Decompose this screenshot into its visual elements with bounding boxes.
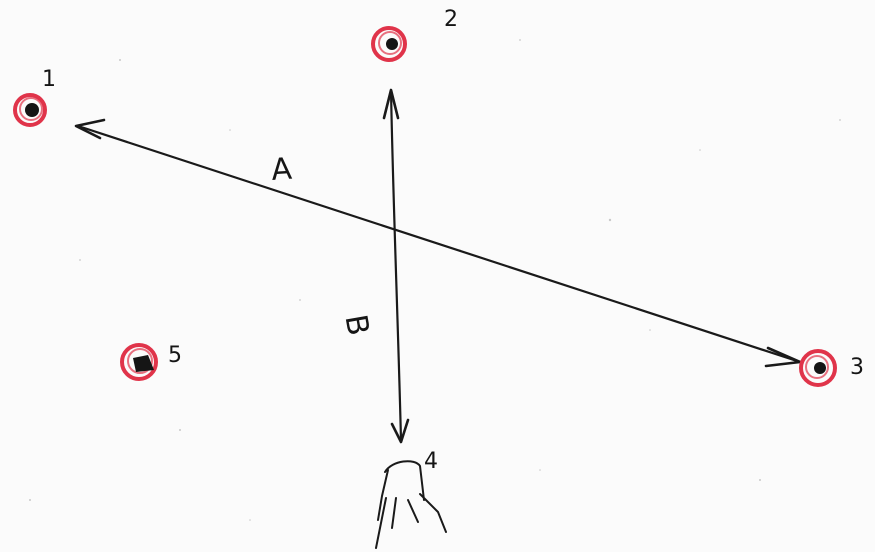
arrow-a — [74, 118, 802, 368]
point-4-label: 4 — [424, 449, 438, 474]
point-1-label: 1 — [42, 67, 56, 92]
point-5-label: 5 — [168, 343, 182, 368]
arrow-b-label: B — [338, 312, 376, 338]
arrow-b-head-end — [390, 418, 410, 444]
paper-speckles — [29, 39, 841, 521]
point-1-ring-scribble — [19, 97, 43, 121]
point-4: 4 — [375, 449, 447, 549]
point-2-core — [386, 38, 398, 50]
point-2-ring — [371, 26, 407, 62]
point-1-ring — [13, 93, 47, 127]
arrow-a-head-start — [74, 118, 106, 140]
point-3-label: 3 — [850, 355, 864, 380]
point-3-ring-scribble — [805, 355, 829, 379]
point-2: 2 — [371, 7, 458, 62]
point-5-core — [133, 355, 154, 372]
point-5: 5 — [120, 343, 182, 381]
point-4-symbol — [375, 460, 447, 549]
arrow-b — [382, 88, 410, 444]
point-3-core — [814, 362, 826, 374]
arrow-a-line — [76, 124, 802, 364]
point-1: 1 — [13, 67, 56, 127]
arrow-b-head-start — [382, 88, 400, 120]
point-3: 3 — [799, 349, 864, 387]
point-1-core — [25, 103, 39, 117]
point-2-label: 2 — [444, 7, 458, 32]
point-2-ring-scribble — [378, 31, 402, 55]
arrow-b-line — [389, 88, 403, 442]
point-3-ring — [799, 349, 837, 387]
arrow-a-label: A — [270, 152, 293, 188]
point-5-ring — [120, 343, 158, 381]
point-5-ring-scribble — [127, 348, 153, 374]
